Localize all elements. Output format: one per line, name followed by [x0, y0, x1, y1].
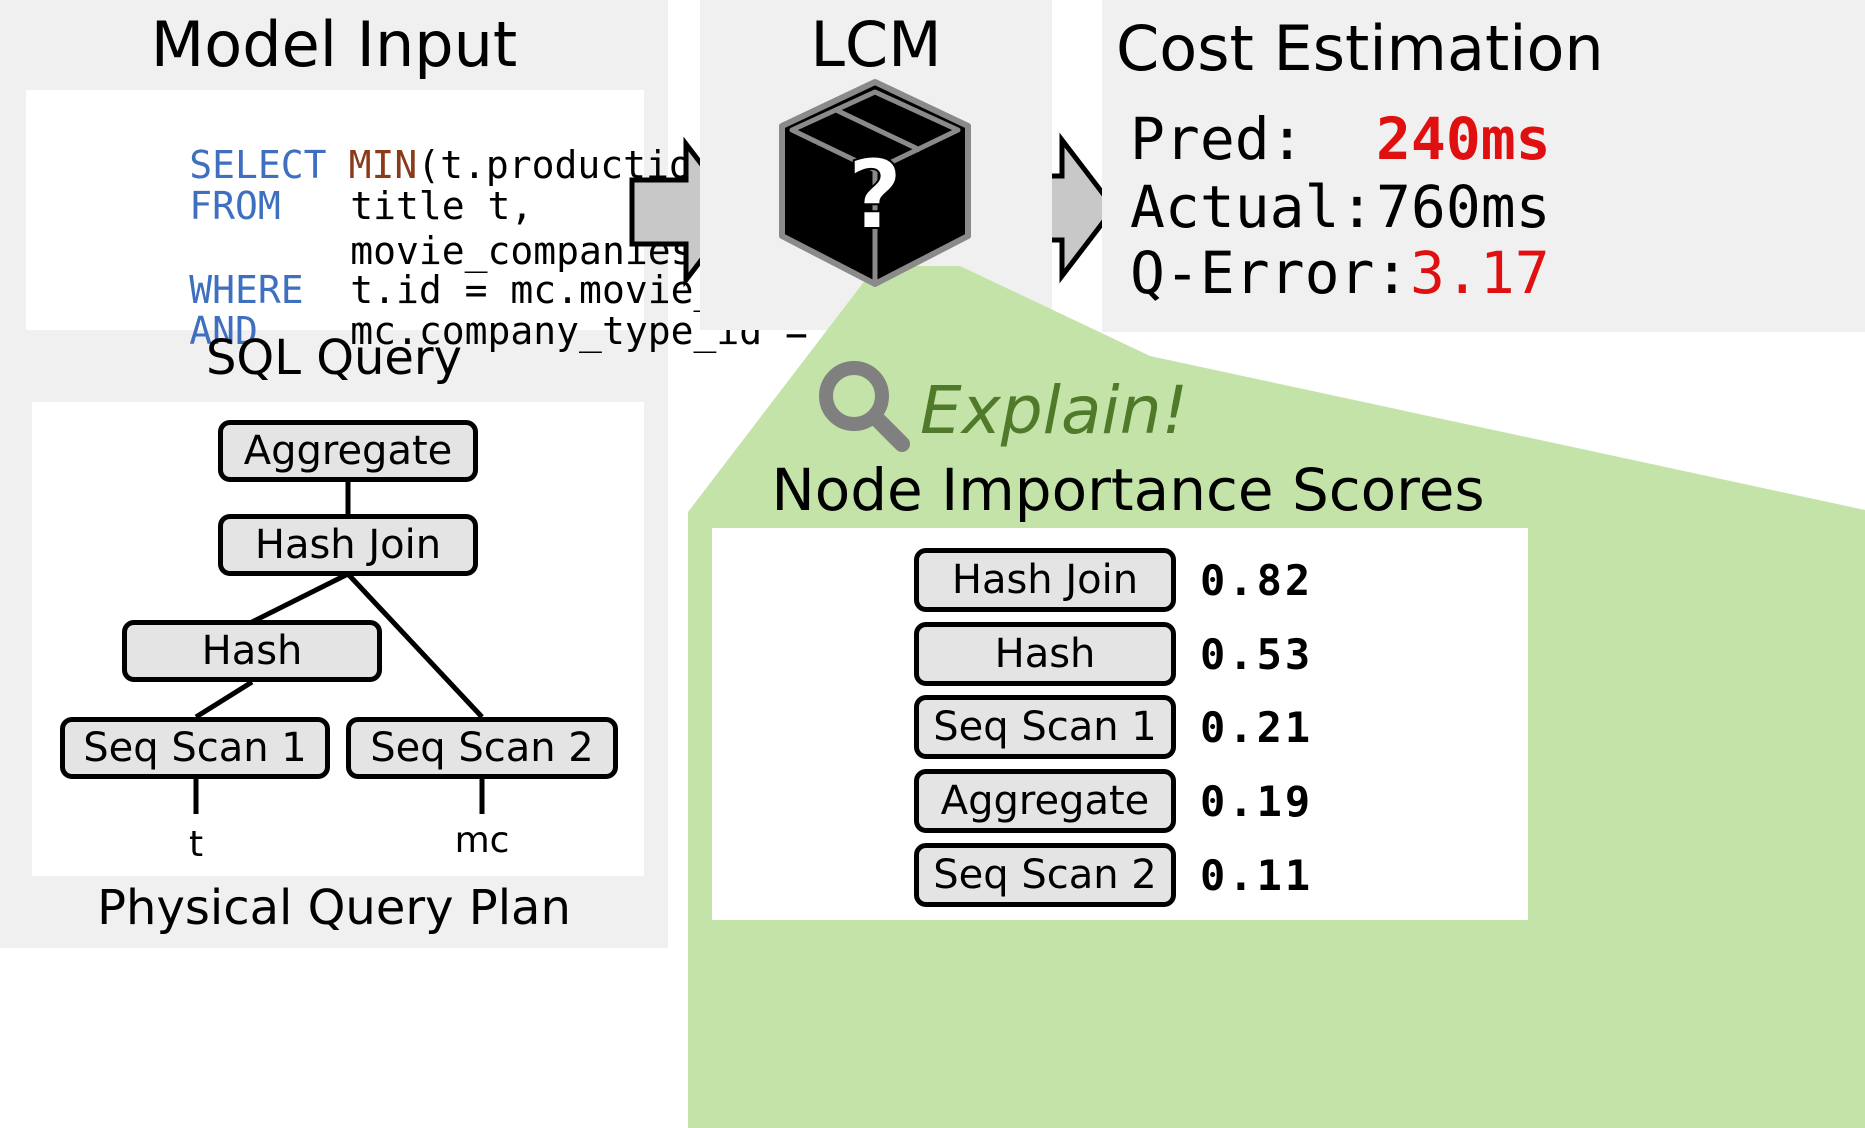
plan-node-aggregate: Aggregate — [218, 420, 478, 482]
mystery-box-icon: ? — [779, 79, 971, 287]
lcm-title: LCM — [810, 8, 942, 81]
plan-edges — [193, 480, 485, 814]
score-node-hash-join: Hash Join — [914, 548, 1176, 612]
edge-hashjoin-hash — [250, 571, 350, 625]
sql-keyword: WHERE — [189, 268, 304, 312]
plan-node-seq-scan-1: Seq Scan 1 — [60, 717, 330, 779]
qerror-label: Q-Error: — [1130, 239, 1410, 307]
score-node-seq-scan-1: Seq Scan 1 — [914, 695, 1176, 759]
node-importance-title: Node Importance Scores — [771, 456, 1485, 524]
pred-value: 240ms — [1376, 105, 1551, 173]
actual-label: Actual: — [1130, 173, 1375, 241]
actual-value: 760ms — [1376, 173, 1551, 241]
sql-function: MIN — [348, 143, 418, 187]
pred-label: Pred: — [1130, 105, 1305, 173]
explain-label: Explain! — [920, 372, 1189, 449]
magnifier-icon — [819, 361, 910, 452]
edge-hashjoin-seqscan2 — [346, 572, 484, 719]
plan-node-hash-join: Hash Join — [218, 514, 478, 576]
sql-keyword: SELECT — [189, 143, 327, 187]
score-value-aggregate: 0.19 — [1200, 777, 1314, 826]
score-node-aggregate: Aggregate — [914, 769, 1176, 833]
query-plan-caption: Physical Query Plan — [97, 880, 571, 936]
score-node-hash: Hash — [914, 622, 1176, 686]
edge-hash-seqscan1 — [194, 679, 254, 720]
importance-scores-box: Hash Join 0.82 Hash 0.53 Seq Scan 1 0.21… — [712, 528, 1528, 920]
sql-text: title t, — [350, 184, 534, 228]
sql-query-caption: SQL Query — [205, 330, 463, 386]
cost-estimation-title: Cost Estimation — [1116, 12, 1604, 85]
plan-node-seq-scan-2: Seq Scan 2 — [346, 717, 618, 779]
score-value-hash: 0.53 — [1200, 630, 1314, 679]
model-input-title: Model Input — [150, 8, 518, 81]
plan-node-hash: Hash — [122, 620, 382, 682]
qerror-value: 3.17 — [1410, 239, 1550, 307]
score-value-seq-scan-1: 0.21 — [1200, 703, 1314, 752]
sql-keyword: FROM — [189, 184, 281, 228]
query-plan-box: Aggregate Hash Join Hash Seq Scan 1 Seq … — [32, 402, 644, 876]
leaf-label-t: t — [188, 824, 204, 865]
sql-line-2: FROM title t, — [52, 149, 533, 263]
sql-keyword: AND — [189, 309, 258, 353]
cost-estimation-panel: Cost Estimation Pred: 240ms Actual: 760m… — [1102, 0, 1865, 332]
lcm-question-mark: ? — [847, 139, 903, 251]
score-node-seq-scan-2: Seq Scan 2 — [914, 843, 1176, 907]
leaf-label-mc: mc — [454, 820, 510, 861]
score-value-hash-join: 0.82 — [1200, 556, 1314, 605]
score-value-seq-scan-2: 0.11 — [1200, 851, 1314, 900]
